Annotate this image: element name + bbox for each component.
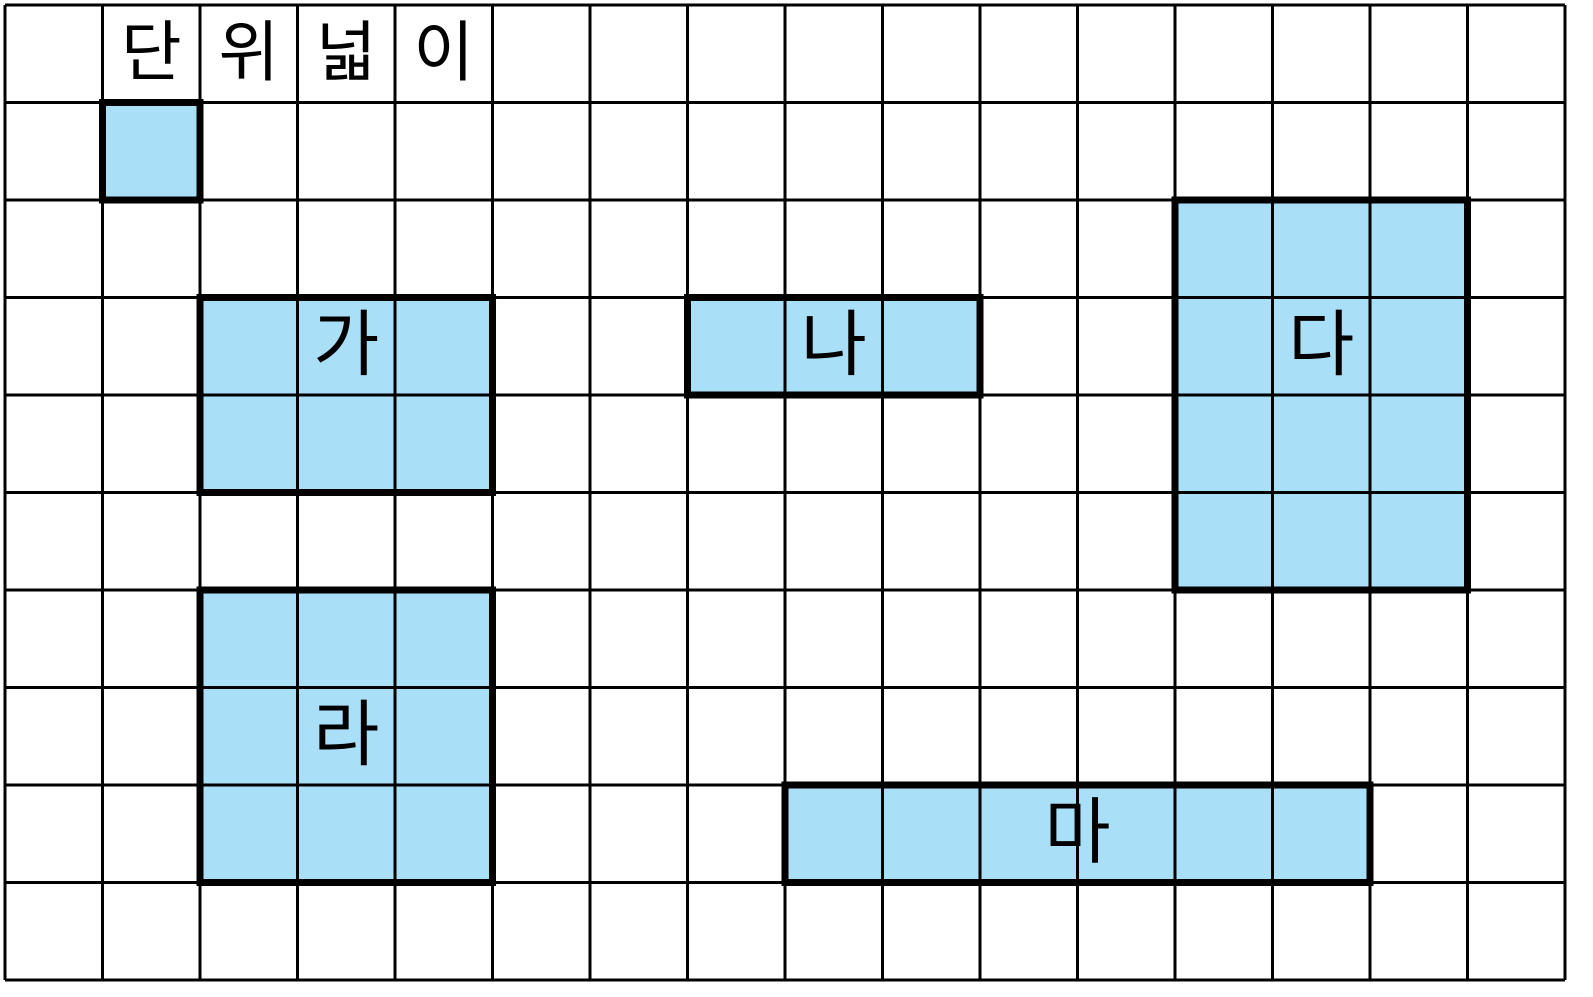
shape-rect-2 [684, 294, 984, 399]
legend-character: 넓 [316, 14, 377, 91]
shape-label: 나 [801, 302, 867, 386]
legend-character: 위 [218, 14, 279, 91]
shape-label: 라 [313, 692, 379, 776]
shape-label: 가 [313, 302, 379, 386]
outline-layer [99, 99, 1471, 886]
shape-fill-4 [200, 590, 493, 883]
shape-rect-1 [196, 294, 496, 496]
shape-rect-3 [1171, 196, 1471, 594]
unit-square [99, 99, 204, 204]
unit-square-fill [102, 102, 200, 200]
shape-rect-4 [196, 586, 496, 886]
shape-label: 다 [1288, 302, 1354, 386]
shape-fill-2 [687, 297, 980, 395]
shape-rect-5 [781, 781, 1374, 886]
legend-character: 이 [413, 14, 474, 91]
shape-label: 마 [1044, 790, 1110, 874]
legend-character: 단 [121, 14, 182, 91]
